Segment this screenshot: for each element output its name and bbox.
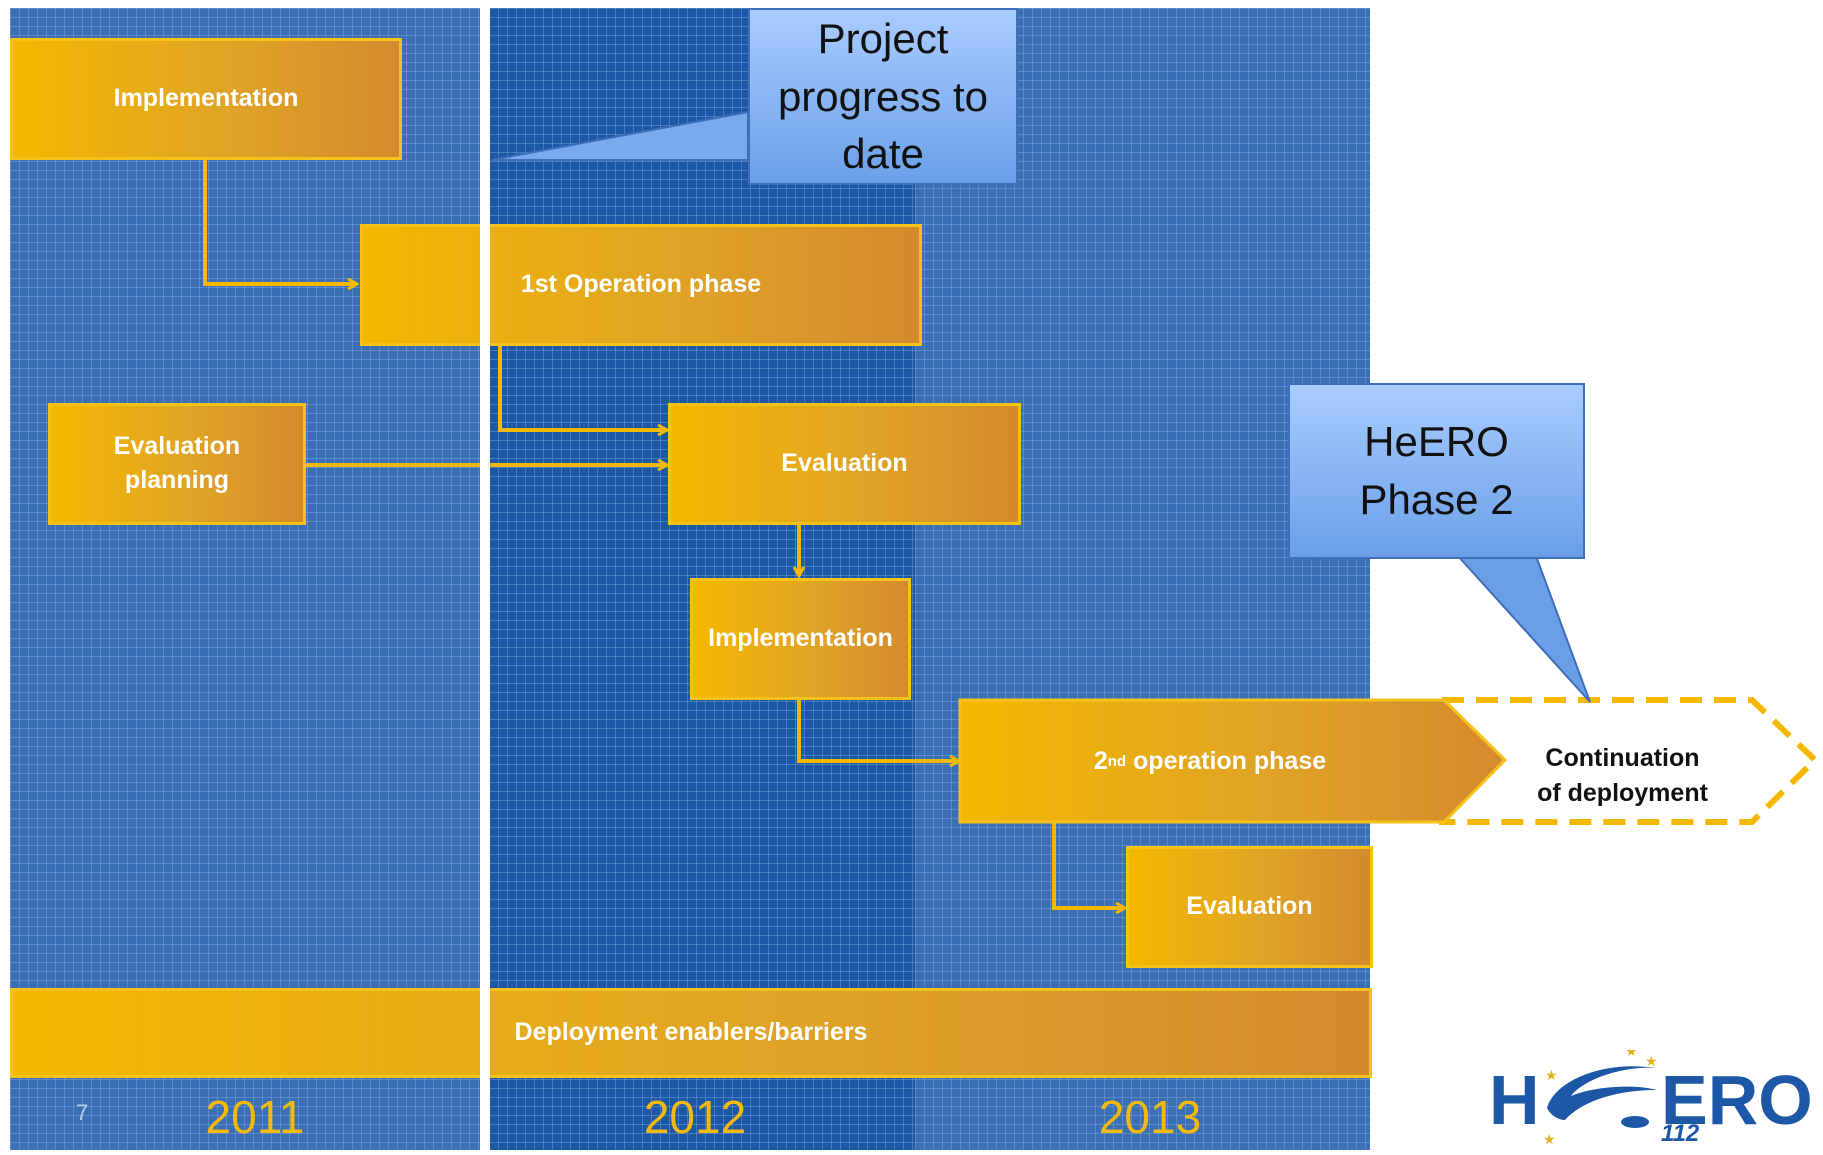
first-operation-phase-label: 1st Operation phase	[520, 270, 762, 299]
implementation-box-2-label: Implementation	[708, 624, 893, 653]
project-progress-callout: Project progress to date	[748, 8, 1018, 185]
evaluation-box-1: Evaluation	[668, 403, 1021, 525]
continuation-line1: Continuation	[1545, 744, 1700, 772]
progress-callout-line3: date	[842, 130, 924, 178]
phase2-callout-tail	[1455, 555, 1591, 703]
implementation-box-1: Implementation	[10, 38, 402, 160]
svg-text:★: ★	[1645, 1054, 1658, 1070]
deployment-enablers-label: Deployment enablers/barriers	[514, 1018, 868, 1047]
evaluation-box-2: Evaluation	[1126, 846, 1373, 968]
year-label-2013: 2013	[1098, 1091, 1202, 1143]
arrow-op1-to-eval	[498, 346, 666, 430]
evaluation-planning-line1: Evaluation	[113, 432, 241, 461]
arrow-op2-to-eval	[1052, 822, 1124, 908]
arrow-impl-to-op2	[797, 700, 958, 761]
heero-logo: ★ ★ ★ ★ H ERO 112	[1485, 1044, 1815, 1150]
continuation-dashed-arrow	[1439, 697, 1820, 825]
year-label-2012: 2012	[643, 1091, 747, 1143]
progress-divider	[480, 8, 490, 1150]
phase2-callout-line2: Phase 2	[1359, 476, 1514, 523]
evaluation-planning-box: Evaluation planning	[48, 403, 306, 525]
first-operation-phase-box: 1st Operation phase	[360, 224, 922, 346]
progress-callout-line2: progress to	[777, 72, 989, 120]
logo-text-left: H	[1489, 1061, 1540, 1139]
second-operation-arrow	[958, 698, 1508, 824]
timeline-column-2011	[10, 8, 480, 1150]
implementation-box-1-label: Implementation	[113, 84, 299, 113]
second-operation-suffix: operation phase	[1126, 746, 1327, 775]
deployment-enablers-bar: Deployment enablers/barriers	[10, 988, 1372, 1078]
continuation-of-deployment-label: Continuation of deployment	[1450, 726, 1795, 826]
progress-callout-tail	[491, 110, 749, 161]
logo-number: 112	[1661, 1120, 1700, 1147]
svg-text:★: ★	[1543, 1132, 1556, 1148]
evaluation-box-1-label: Evaluation	[781, 449, 908, 478]
logo-text-right: ERO	[1661, 1061, 1813, 1139]
heero-phase2-callout: HeERO Phase 2	[1288, 383, 1585, 559]
continuation-line2: of deployment	[1537, 779, 1708, 807]
svg-text:★: ★	[1625, 1050, 1638, 1060]
evaluation-box-2-label: Evaluation	[1186, 892, 1313, 921]
second-operation-prefix: 2	[1093, 746, 1108, 775]
implementation-box-2: Implementation	[690, 578, 911, 700]
svg-text:★: ★	[1545, 1068, 1558, 1084]
progress-callout-line1: Project	[817, 14, 949, 62]
phase2-callout-line1: HeERO	[1364, 418, 1509, 466]
year-label-2011: 2011	[205, 1091, 305, 1143]
page-number: 7	[76, 1100, 89, 1125]
arrow-impl-to-op1	[203, 160, 356, 284]
evaluation-planning-line2: planning	[124, 466, 230, 494]
second-operation-superscript: nd	[1107, 752, 1127, 770]
